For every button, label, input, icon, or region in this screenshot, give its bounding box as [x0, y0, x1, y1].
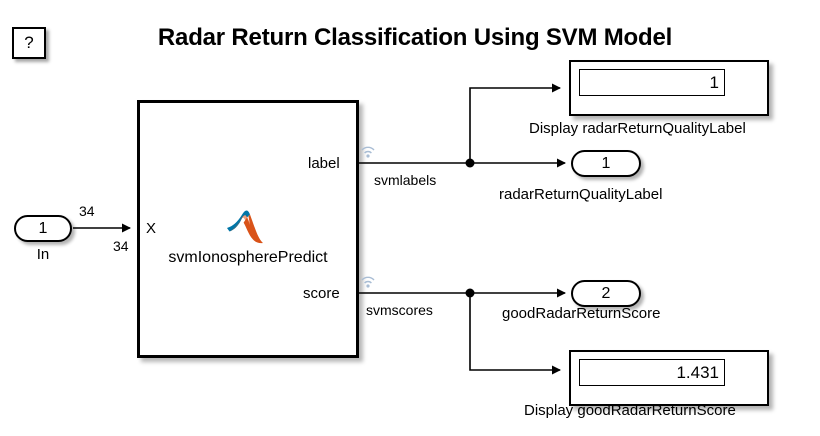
- wireless-signal-icon: [361, 276, 375, 288]
- signal-dimension-top: 34: [79, 203, 95, 219]
- page-title: Radar Return Classification Using SVM Mo…: [157, 24, 673, 51]
- signal-label-svmscores: svmscores: [366, 302, 433, 318]
- display-caption-radar-return-quality-label: Display radarReturnQualityLabel: [529, 120, 746, 137]
- matlab-logo-icon: [227, 210, 263, 244]
- outport-block-good-radar-return-score[interactable]: 2: [571, 280, 641, 307]
- inport-label: In: [36, 246, 50, 263]
- display-value: 1.431: [579, 359, 725, 386]
- inport-block-1[interactable]: 1: [14, 215, 72, 242]
- wireless-signal-icon: [361, 146, 375, 158]
- help-button[interactable]: ?: [12, 27, 46, 59]
- outport-label-radar-return-quality-label: radarReturnQualityLabel: [499, 186, 663, 203]
- question-mark-icon: ?: [24, 33, 34, 52]
- outport-number: 2: [601, 284, 611, 302]
- inport-number: 1: [38, 219, 48, 237]
- display-value: 1: [579, 69, 725, 96]
- function-input-port-label-x: X: [146, 220, 157, 237]
- outport-label-good-radar-return-score: goodRadarReturnScore: [502, 305, 661, 322]
- function-output-port-label-score: score: [303, 285, 340, 302]
- signal-label-svmlabels: svmlabels: [374, 172, 437, 188]
- display-caption-good-radar-return-score: Display goodRadarReturnScore: [524, 402, 736, 419]
- function-block-name: svmIonospherePredict: [168, 249, 328, 266]
- signal-dimension-bottom: 34: [113, 238, 129, 254]
- display-block-radar-return-quality-label[interactable]: 1: [569, 60, 769, 116]
- display-block-good-radar-return-score[interactable]: 1.431: [569, 350, 769, 406]
- outport-block-radar-return-quality-label[interactable]: 1: [571, 150, 641, 177]
- function-output-port-label-label: label: [308, 155, 340, 172]
- outport-number: 1: [601, 154, 611, 172]
